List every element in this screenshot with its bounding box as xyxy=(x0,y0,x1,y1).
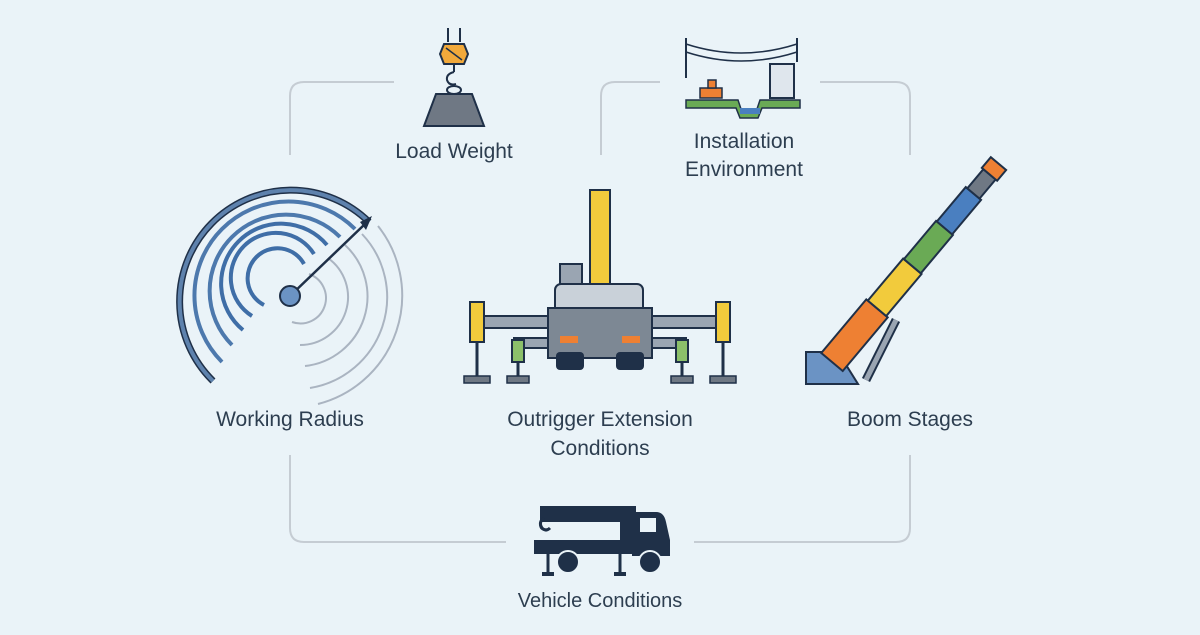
crane-truck-icon xyxy=(534,506,670,576)
connector-top-right xyxy=(600,81,911,155)
hook-weight-icon xyxy=(422,28,486,127)
label-outrigger-line1: Outrigger Extension xyxy=(507,408,693,431)
site-environment-icon xyxy=(685,38,801,119)
label-outrigger-line2: Conditions xyxy=(550,437,649,460)
outrigger-truck-icon xyxy=(463,189,737,384)
label-boom-stages: Boom Stages xyxy=(847,408,973,431)
connector-lines xyxy=(289,81,911,543)
label-installation-line2: Environment xyxy=(685,158,803,181)
connector-top-left xyxy=(289,81,394,155)
label-vehicle-conditions: Vehicle Conditions xyxy=(518,590,683,612)
telescopic-boom-icon xyxy=(805,155,1008,385)
label-load-weight: Load Weight xyxy=(395,140,513,163)
connector-bottom-left xyxy=(289,455,506,543)
radius-arc-icon xyxy=(176,186,404,405)
connector-bottom-right xyxy=(694,455,911,543)
label-installation-line1: Installation xyxy=(694,130,794,153)
label-working-radius: Working Radius xyxy=(216,408,364,431)
